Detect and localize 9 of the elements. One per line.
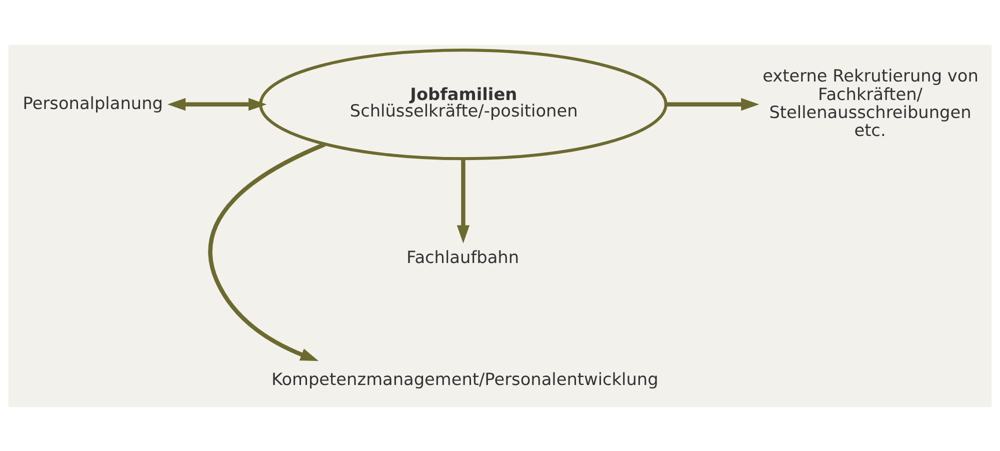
arrow <box>666 98 760 110</box>
node-text: Fachlaufbahn <box>406 246 520 267</box>
arrow <box>167 98 267 110</box>
arrow <box>456 158 470 243</box>
node-text: externe Rekrutierung von Fachkräften/ Stellenausschreibungen etc. <box>762 65 978 140</box>
node-ellipse: Jobfamilien Schlüsselkräfte/-positionen <box>259 48 668 160</box>
node-text: Personalplanung <box>22 92 163 112</box>
node-text: Kompetenzmanagement/Personalentwicklung <box>272 368 658 388</box>
arrow <box>208 142 326 360</box>
